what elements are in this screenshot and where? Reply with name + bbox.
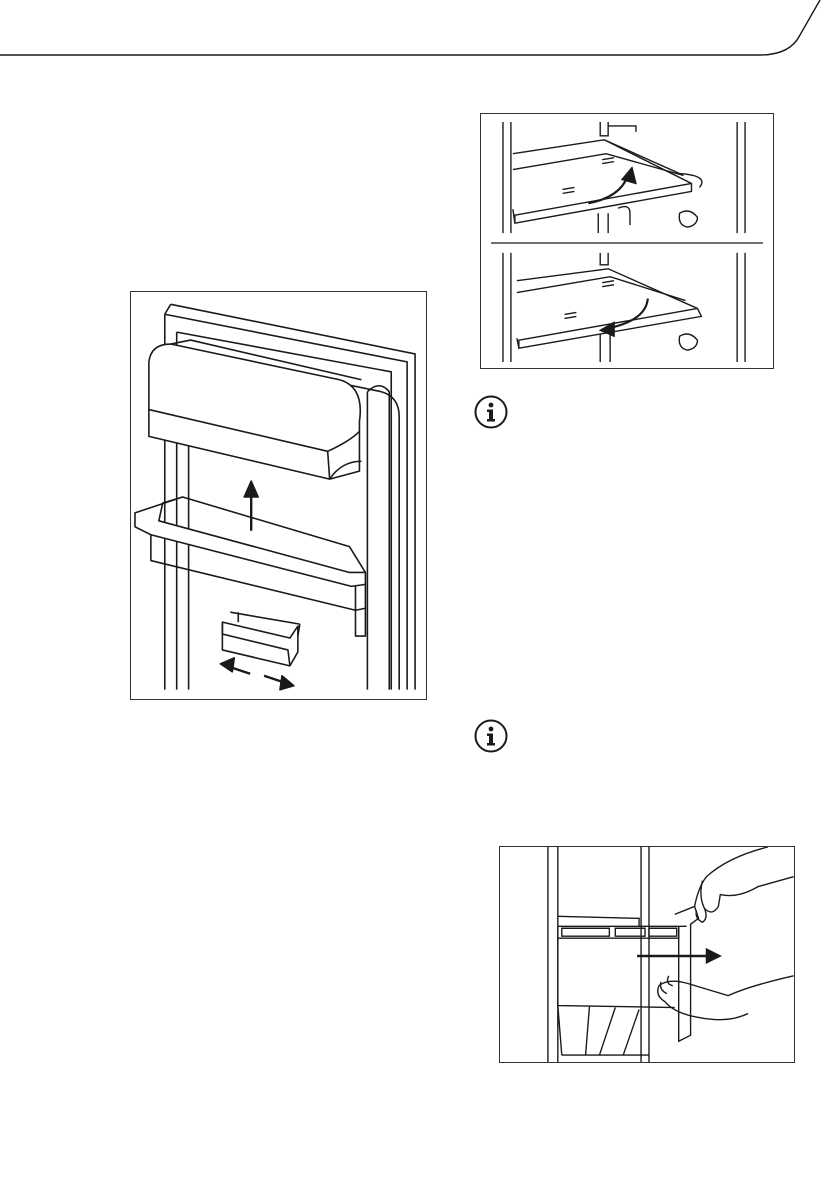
shelf-tilt-down-panel	[503, 253, 745, 362]
info-icon	[474, 719, 508, 753]
glass-shelf-repositioning-illustration	[480, 113, 774, 369]
page-top-rule	[0, 0, 839, 60]
door-shelf-removal-illustration	[130, 291, 427, 700]
info-icon	[474, 395, 508, 429]
drawer-removal-illustration	[499, 846, 795, 1063]
shelf-tilt-up-panel	[503, 122, 745, 233]
